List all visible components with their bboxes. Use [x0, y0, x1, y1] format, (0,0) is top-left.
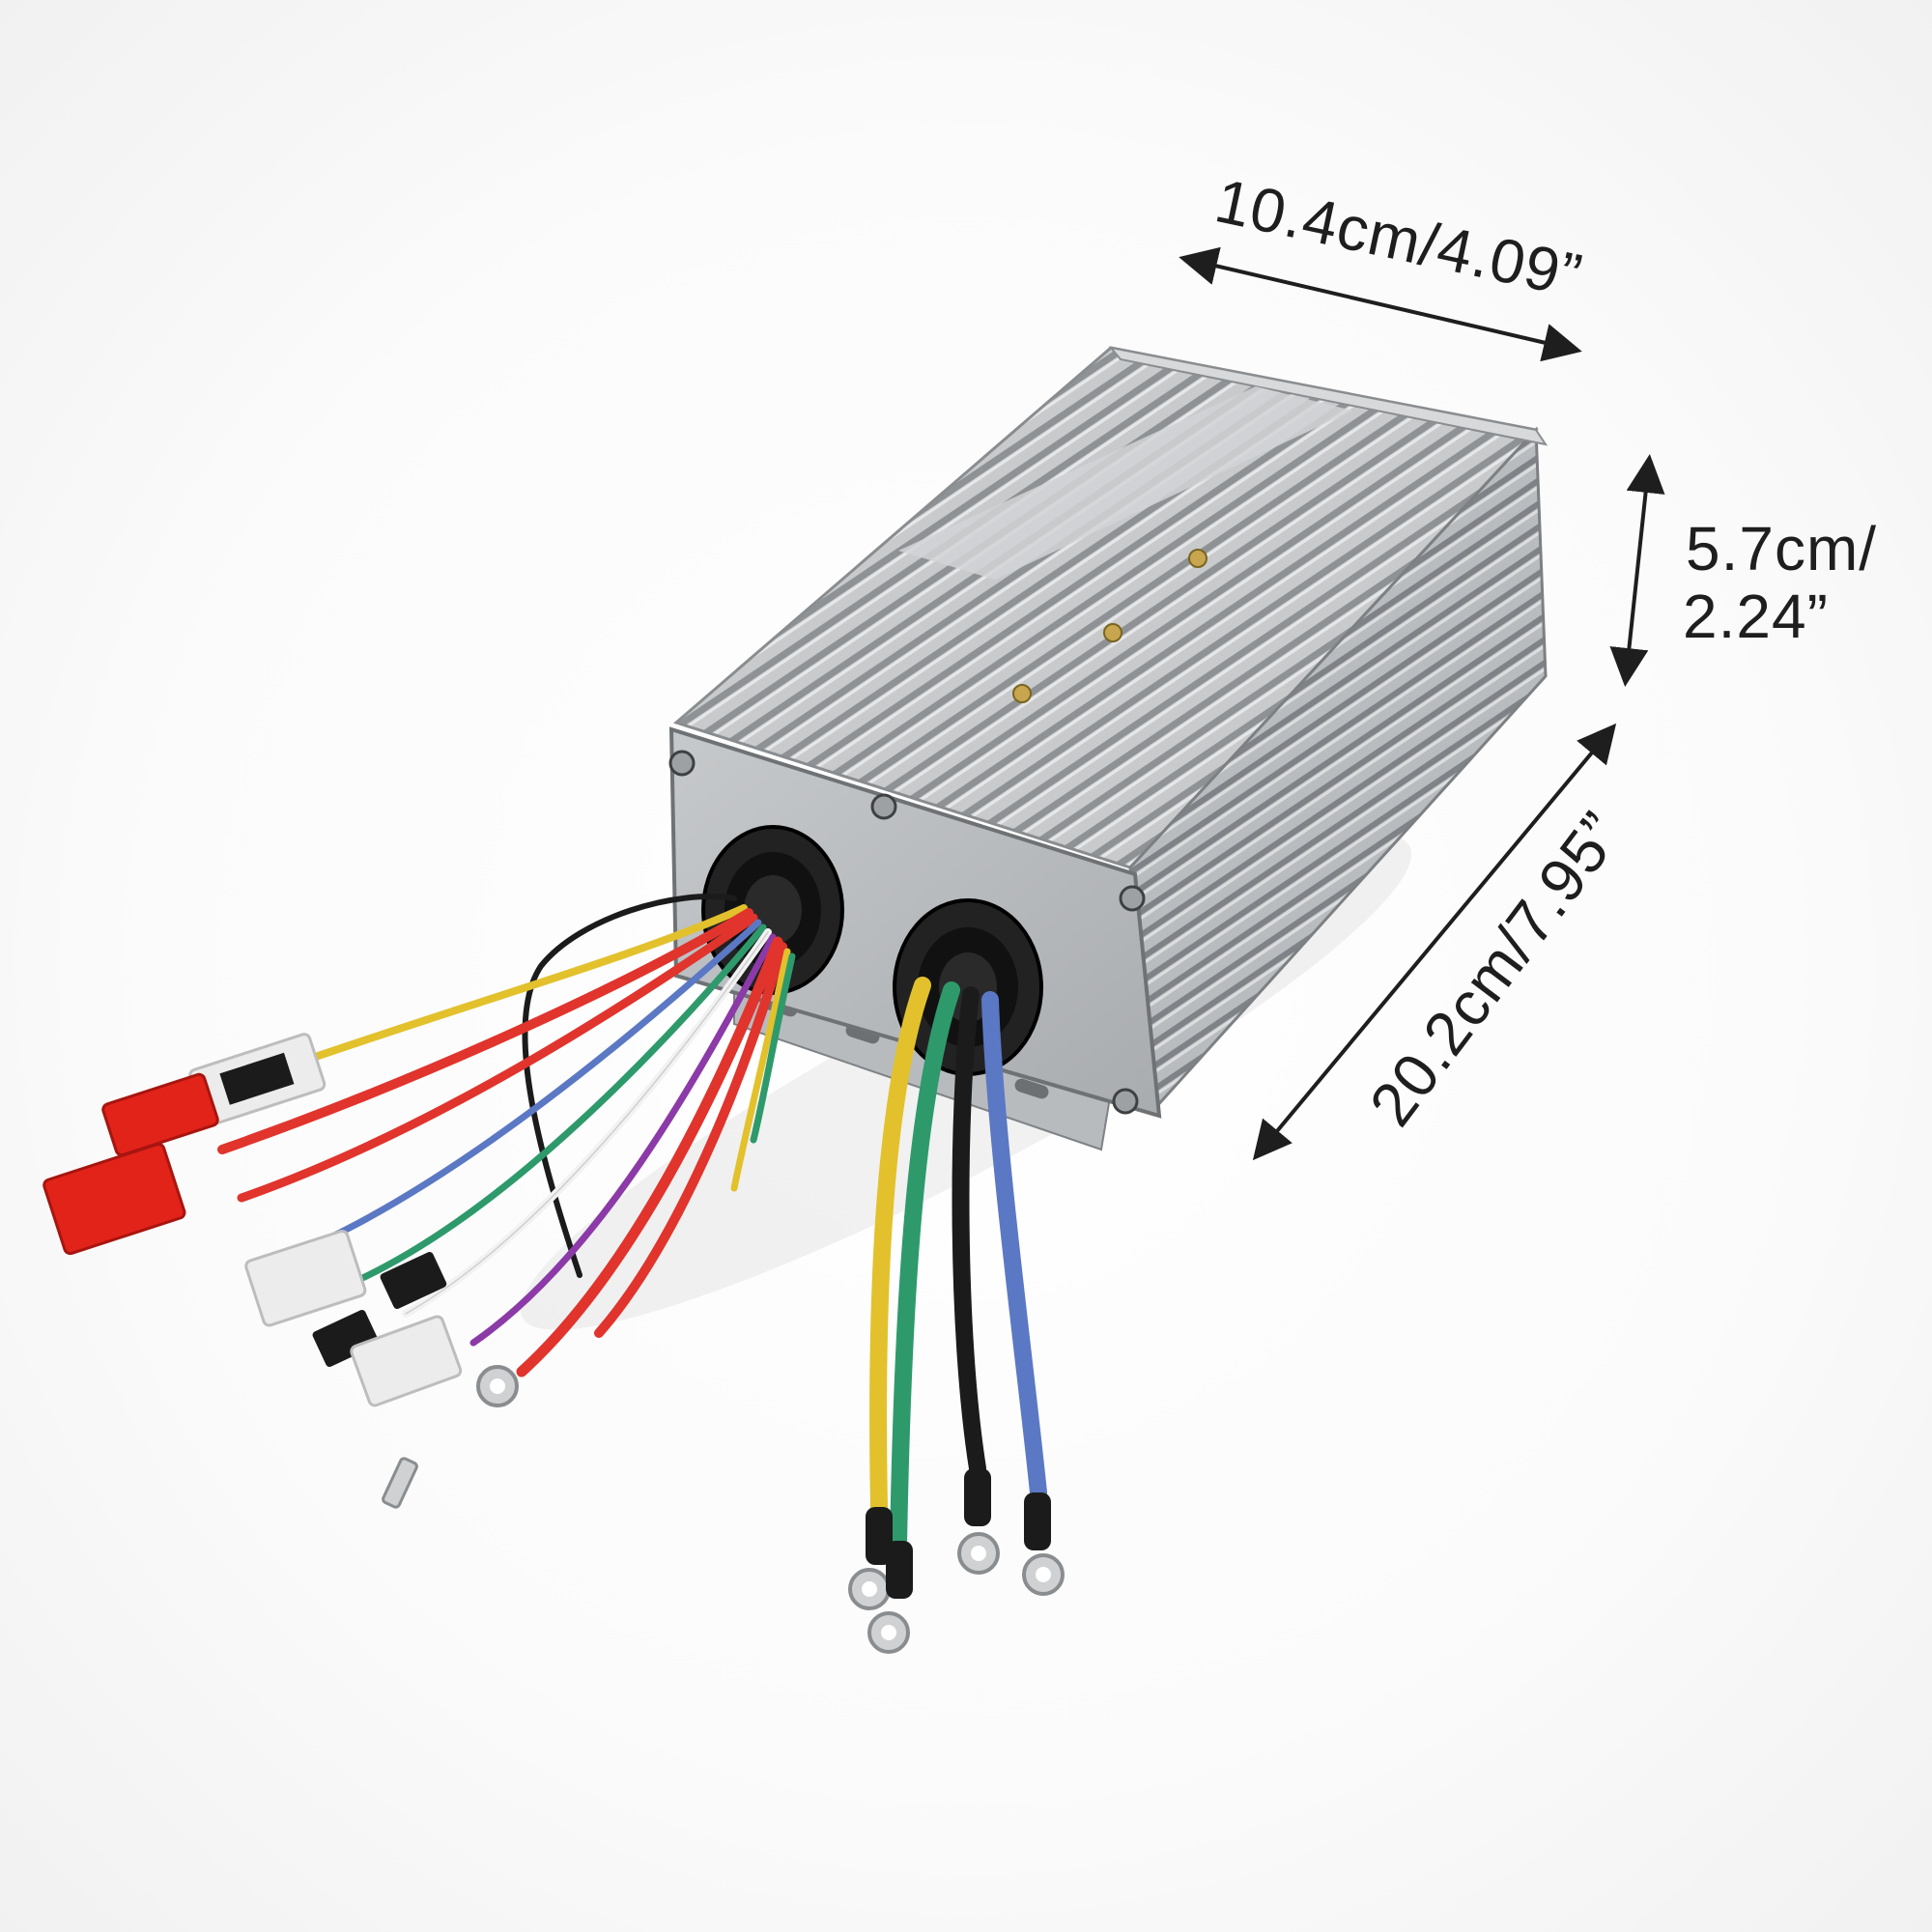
connector-red-small — [101, 1072, 219, 1157]
housing-end-cap — [1108, 346, 1548, 446]
height-arrow — [1609, 454, 1665, 687]
screw-icon — [1012, 684, 1032, 703]
connector-red-large — [43, 1142, 186, 1256]
screw-icon — [1188, 549, 1208, 568]
spade-terminal — [382, 1457, 418, 1509]
dimension-height: 5.7cm/ 2.24” — [1609, 454, 1877, 687]
dimension-width: 10.4cm/4.09” — [1179, 165, 1588, 362]
screw-icon — [1112, 1088, 1139, 1115]
screw-icon — [1119, 885, 1146, 912]
width-arrow — [1179, 246, 1582, 362]
height-label-line2: 2.24” — [1683, 582, 1829, 651]
width-label: 10.4cm/4.09” — [1209, 165, 1588, 311]
screw-icon — [668, 750, 696, 777]
wire-black — [952, 986, 986, 1477]
phase-wires — [869, 977, 1047, 1554]
wire-yellow — [869, 977, 931, 1516]
wire-blue — [981, 991, 1047, 1501]
connector-black — [380, 1251, 447, 1309]
housing-center-channel — [898, 386, 1352, 580]
wire-green — [890, 981, 960, 1554]
connector-black — [312, 1309, 380, 1367]
height-label-line1: 5.7cm/ — [1686, 514, 1877, 583]
connector-white-mid — [244, 1229, 367, 1327]
screw-icon — [870, 793, 897, 820]
screw-icon — [1103, 623, 1122, 642]
connectors — [43, 1033, 519, 1509]
connector-white-bottom — [350, 1315, 463, 1407]
mounting-slot — [1014, 1078, 1049, 1099]
ring-terminals — [848, 1468, 1065, 1654]
signal-wires — [217, 894, 796, 1378]
length-arrow — [1252, 723, 1617, 1161]
